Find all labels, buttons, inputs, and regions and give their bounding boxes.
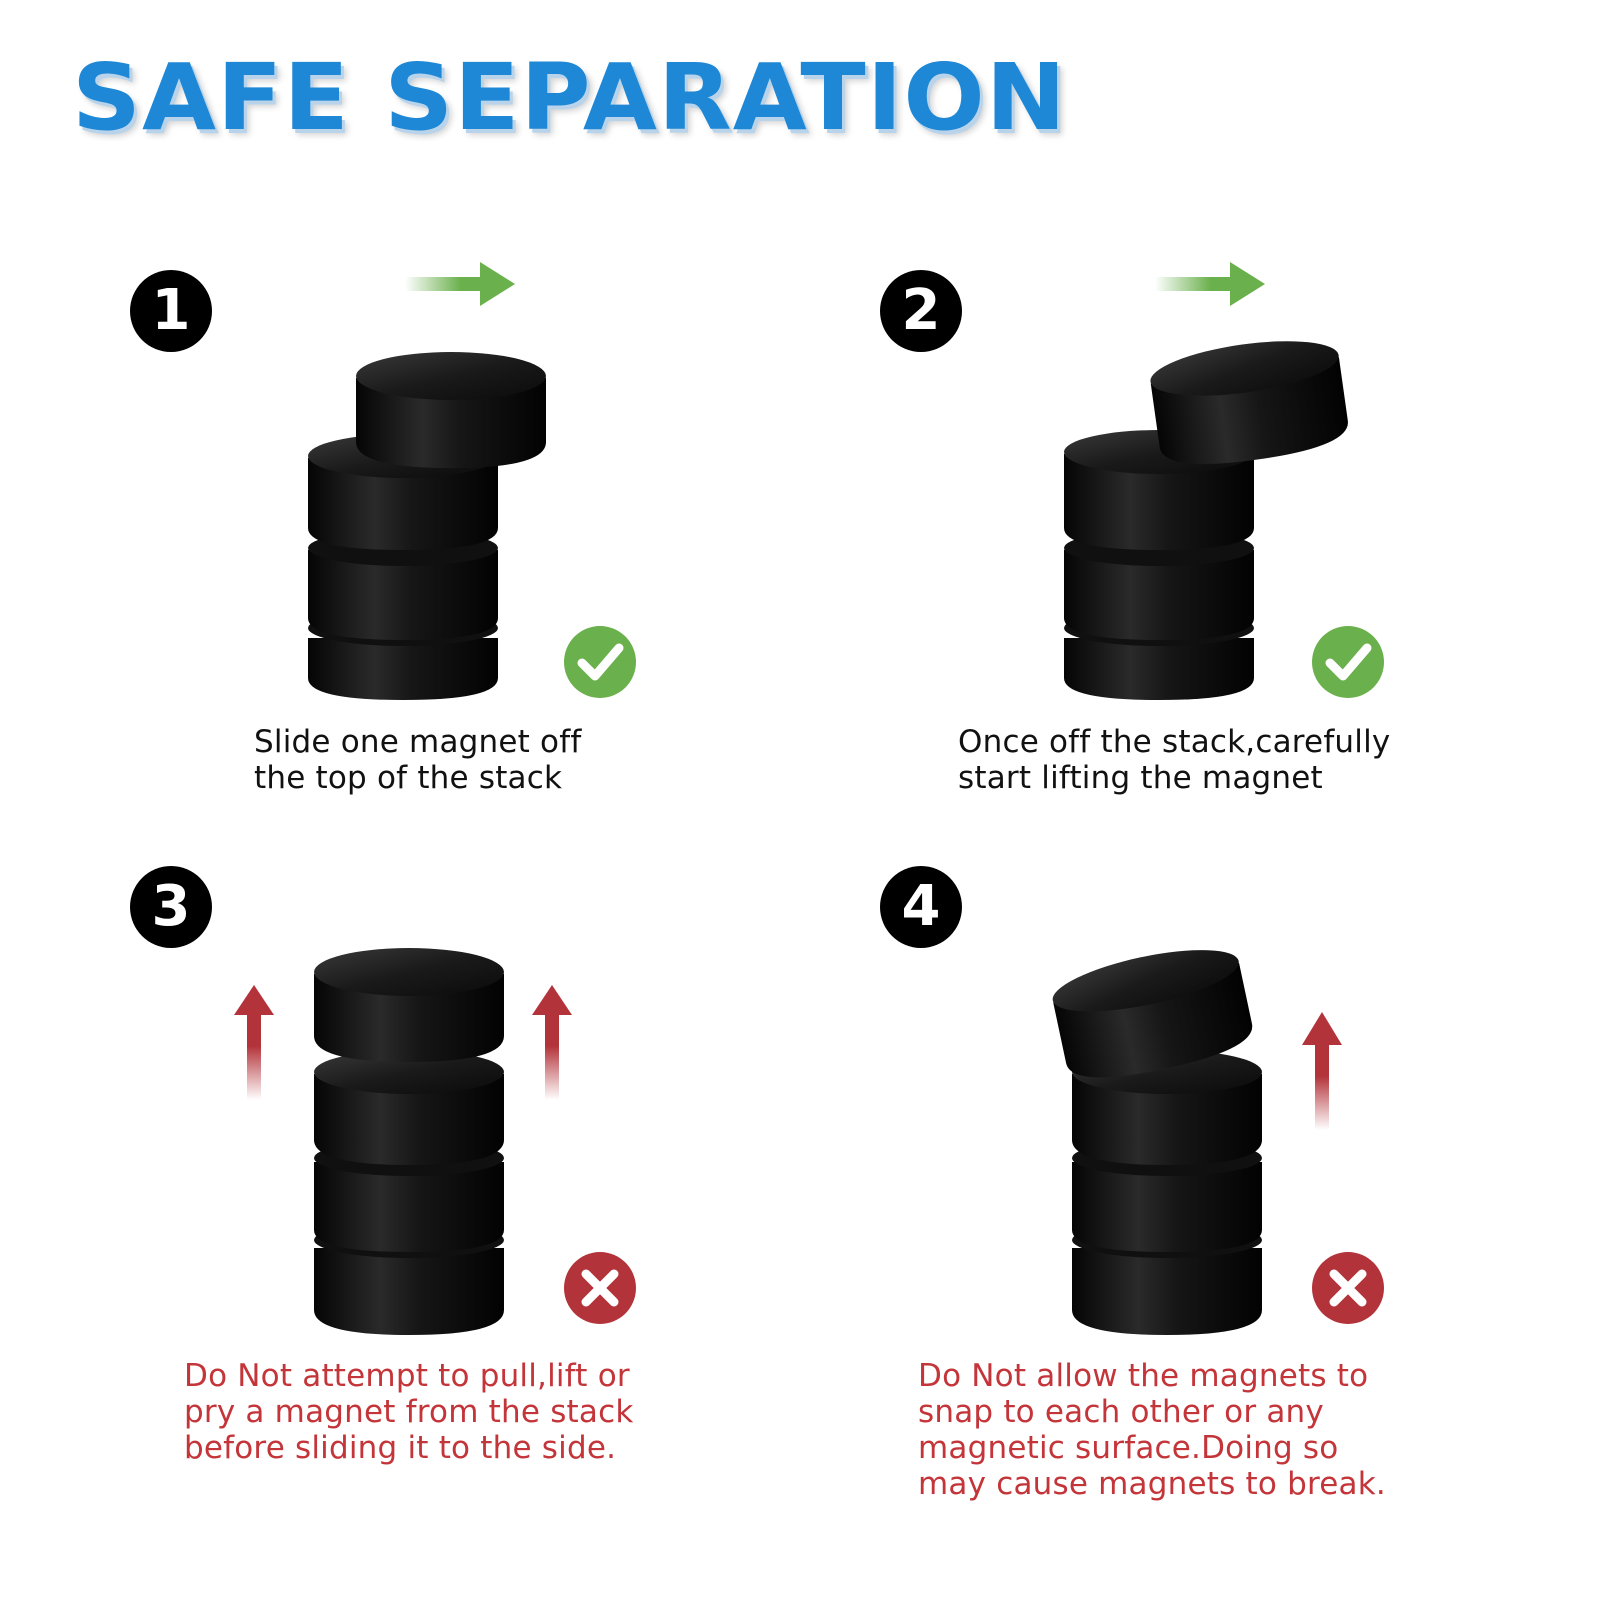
step-1-panel: 1 Slide one magnet off the top of the st… xyxy=(0,230,780,870)
magnet-stack-illustration xyxy=(308,262,546,700)
step-4-panel: 4 Do Not allow the magnets to snap to ea… xyxy=(750,830,1530,1502)
caption-line: the top of the stack xyxy=(254,760,563,796)
magnet-stack xyxy=(1064,430,1254,700)
magnet-stack xyxy=(308,434,498,700)
magnet-stack-illustration xyxy=(1064,262,1348,700)
check-circle-icon xyxy=(564,626,636,698)
pulled-magnet xyxy=(314,948,504,1062)
caption-line: Slide one magnet off xyxy=(254,724,582,760)
caption-line: snap to each other or any xyxy=(918,1394,1324,1430)
snapping-magnet xyxy=(1052,950,1253,1078)
arrow-up-icon xyxy=(532,985,572,1100)
caption-line: may cause magnets to break. xyxy=(918,1466,1386,1502)
caption-line: pry a magnet from the stack xyxy=(184,1394,634,1430)
caption-line: Do Not attempt to pull,lift or xyxy=(184,1358,630,1394)
magnet-stack-illustration xyxy=(234,948,572,1335)
step-caption: Do Not allow the magnets to snap to each… xyxy=(918,1358,1386,1502)
magnet-stack-illustration xyxy=(1052,950,1342,1335)
magnet-stack xyxy=(1072,1050,1262,1335)
caption-line: start lifting the magnet xyxy=(958,760,1323,796)
cross-circle-icon xyxy=(1312,1252,1384,1324)
step-number-badge: 3 xyxy=(130,866,212,948)
caption-line: Do Not allow the magnets to xyxy=(918,1358,1369,1394)
step-number-badge: 4 xyxy=(880,866,962,948)
arrow-up-icon xyxy=(234,985,274,1100)
step-caption: Slide one magnet off the top of the stac… xyxy=(254,724,581,796)
sliding-magnet xyxy=(356,352,546,468)
step-number-badge: 1 xyxy=(130,270,212,352)
arrow-up-icon xyxy=(1302,1012,1342,1130)
magnet-stack xyxy=(314,1050,504,1335)
arrow-right-icon xyxy=(405,262,515,306)
step-3-panel: 3 Do Not attempt to pull,lift or pry a m… xyxy=(0,830,780,1470)
check-circle-icon xyxy=(1312,626,1384,698)
lifting-magnet xyxy=(1150,341,1348,465)
step-2-panel: 2 Once off the stack,carefully start lif… xyxy=(750,230,1530,870)
step-caption: Once off the stack,carefully start lifti… xyxy=(958,724,1390,796)
step-number-badge: 2 xyxy=(880,270,962,352)
step-caption: Do Not attempt to pull,lift or pry a mag… xyxy=(184,1358,634,1466)
page-title: SAFE SEPARATION xyxy=(72,44,1067,151)
cross-circle-icon xyxy=(564,1252,636,1324)
caption-line: magnetic surface.Doing so xyxy=(918,1430,1339,1466)
caption-line: Once off the stack,carefully xyxy=(958,724,1391,760)
arrow-right-icon xyxy=(1155,262,1265,306)
caption-line: before sliding it to the side. xyxy=(184,1430,617,1466)
